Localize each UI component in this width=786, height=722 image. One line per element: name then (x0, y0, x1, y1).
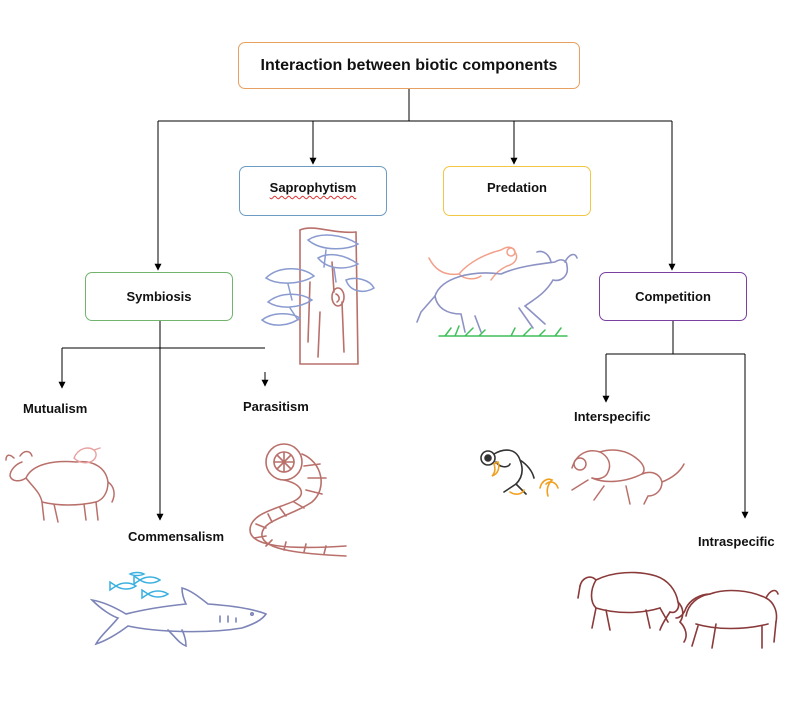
predation-label: Predation (487, 180, 547, 195)
mutualism-label: Mutualism (23, 401, 88, 416)
intraspecific-label: Intraspecific (698, 534, 775, 549)
commensalism-label: Commensalism (128, 529, 225, 544)
competition-node: Competition (599, 272, 747, 321)
root-node-label: Interaction between biotic components (260, 56, 558, 74)
saprophytism-node: Saprophytism (239, 166, 387, 216)
interspecific-label: Interspecific (574, 409, 651, 424)
lion-attacking-buffalo-icon (416, 246, 578, 337)
saprophytism-label: Saprophytism (269, 180, 357, 195)
parasitism-label: Parasitism (243, 399, 309, 414)
tree-stump-with-mushrooms-icon (260, 227, 375, 365)
root-node: Interaction between biotic components (238, 42, 580, 89)
ox-with-bird-icon (5, 447, 115, 523)
two-bulls-fighting-icon (577, 571, 779, 649)
symbiosis-node: Symbiosis (85, 272, 233, 321)
predation-node: Predation (443, 166, 591, 216)
monkey-and-baboon-with-bananas-icon (480, 449, 685, 505)
competition-label: Competition (635, 289, 711, 304)
symbiosis-label: Symbiosis (126, 289, 192, 304)
shark-with-remora-fish-icon (89, 571, 268, 648)
worm-icon (249, 443, 347, 557)
